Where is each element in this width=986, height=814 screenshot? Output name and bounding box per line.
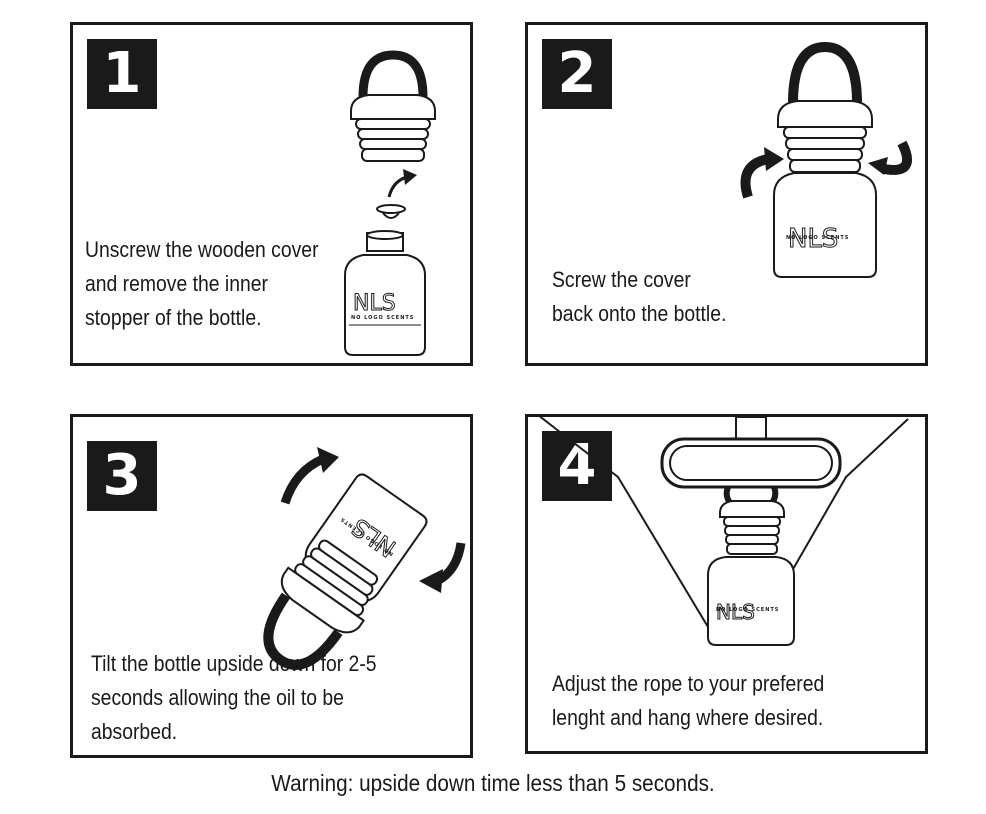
step-2-brand-name: NO LOGO SCENTS [786,235,849,241]
step-4-brand-name: NO LOGO SCENTS [716,607,779,613]
step-1-line-1: Unscrew the wooden cover [85,237,319,262]
step-2-panel: 2 NLS NO LOGO SCENTS Screw the cover bac… [525,22,928,366]
step-3-line-3: absorbed. [91,719,178,744]
step-3-number: 3 [87,441,157,511]
step-2-line-1: Screw the cover [552,267,691,292]
step-3-panel: 3 NLS NO LOGO SCENTS Tilt the bottle ups… [70,414,473,758]
step-1-caption: Unscrew the wooden cover and remove the … [85,233,319,335]
step-2-caption: Screw the cover back onto the bottle. [552,263,726,331]
step-2-illustration: NLS NO LOGO SCENTS [740,41,912,278]
step-4-line-1: Adjust the rope to your prefered [552,671,825,696]
step-1-line-2: and remove the inner [85,271,268,296]
step-2-number: 2 [542,39,612,109]
step-1-line-3: stopper of the bottle. [85,305,262,330]
step-1-number: 1 [87,39,157,109]
step-2-line-2: back onto the bottle. [552,301,727,326]
step-4-logo: NLS [716,600,755,624]
step-3-caption: Tilt the bottle upside down for 2-5 seco… [91,647,377,749]
step-3-illustration: NLS NO LOGO SCENTS [263,447,466,670]
step-4-panel: 4 NLS NO LOGO SCENTS Adjust the rope to … [525,414,928,754]
step-4-caption: Adjust the rope to your prefered lenght … [552,667,824,735]
warning-text: Warning: upside down time less than 5 se… [271,770,715,796]
step-3-line-2: seconds allowing the oil to be [91,685,344,710]
step-4-illustration: NLS NO LOGO SCENTS [537,414,909,646]
step-3-line-1: Tilt the bottle upside down for 2-5 [91,651,377,676]
step-1-panel: 1 NLS NO LOGO SCENTS Unscrew the wooden … [70,22,473,366]
step-1-illustration: NLS NO LOGO SCENTS [344,50,436,356]
step-4-number: 4 [542,431,612,501]
step-1-logo: NLS [353,291,396,316]
step-4-line-2: lenght and hang where desired. [552,705,824,730]
step-2-logo: NLS [788,224,838,254]
step-1-brand-name: NO LOGO SCENTS [351,315,414,321]
